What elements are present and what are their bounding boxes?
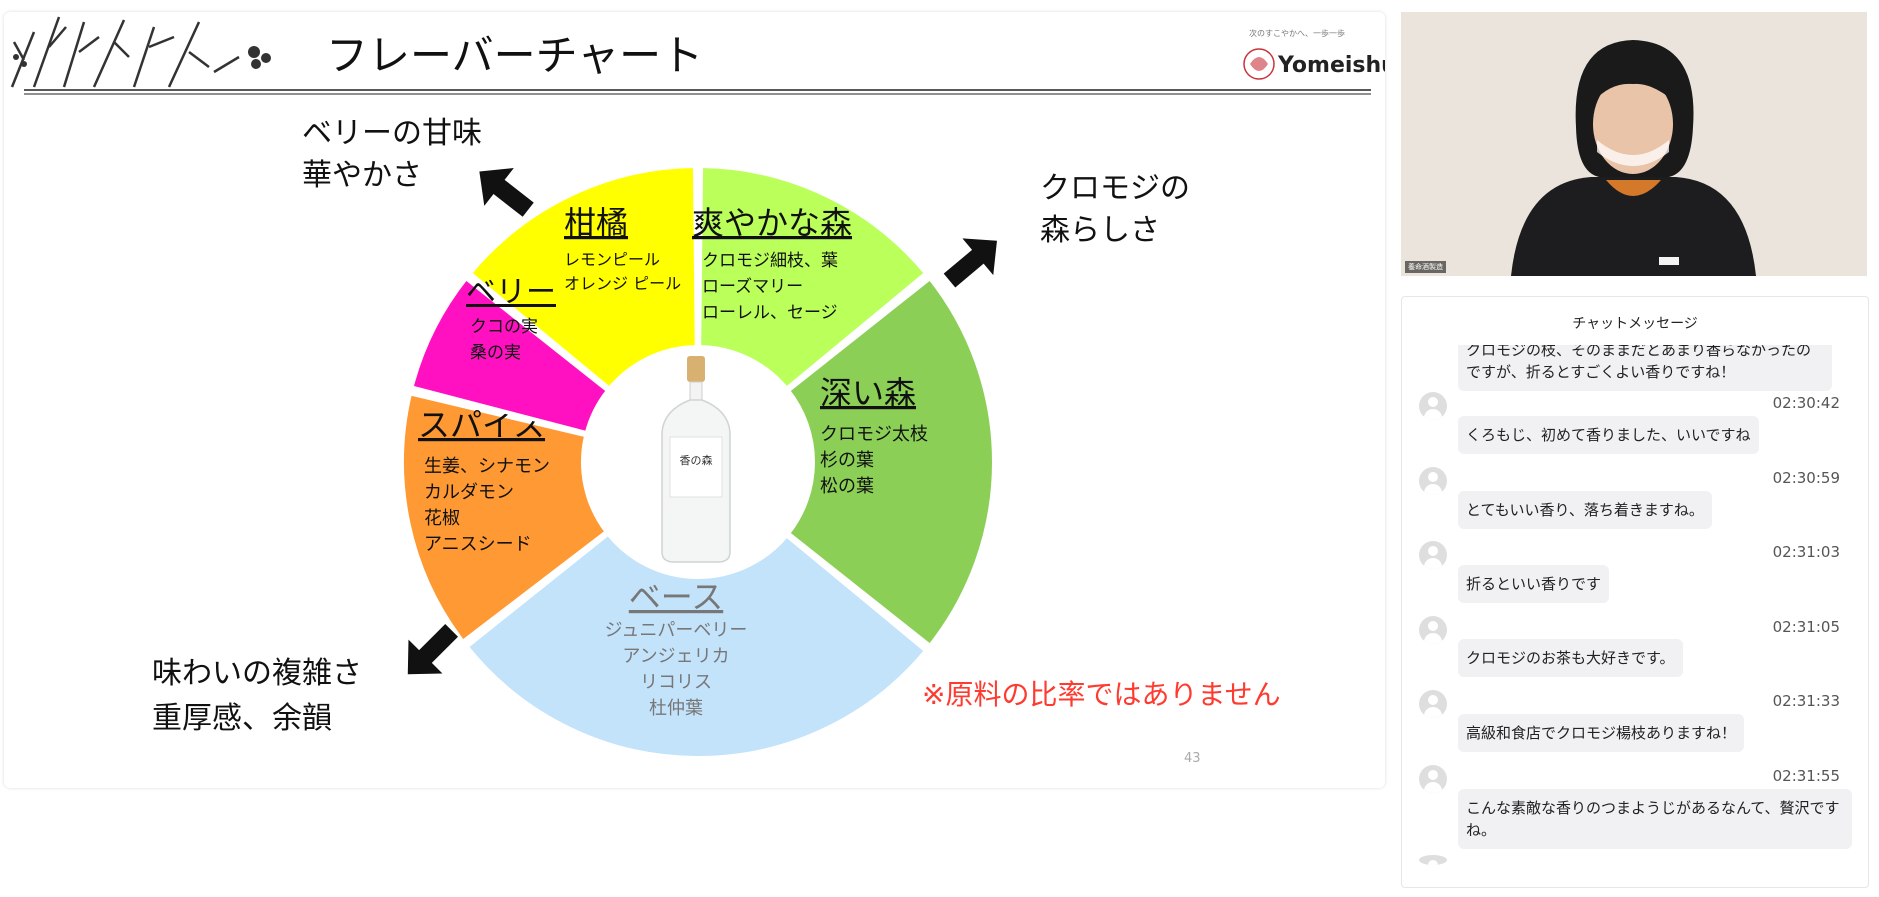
arrow-label-top-left-2: 華やかさ (302, 158, 422, 193)
segment-item-spice: 花椒 (424, 508, 460, 529)
arrow-top-left-icon (479, 168, 534, 217)
chat-message-text: クロモジのお茶も大好きです。 (1466, 649, 1675, 667)
segment-item-deep-forest: クロモジ太枝 (820, 424, 928, 445)
segment-item-berry: 桑の実 (470, 343, 521, 363)
segment-item-base: ジュニパーベリー (605, 620, 748, 641)
slide-tagline: 次のすこやかへ、一歩一歩 (1249, 28, 1345, 38)
wheel-segment-berry (409, 275, 611, 436)
segment-title-deep-forest: 深い森 (820, 374, 916, 412)
brand-name: Yomeishu (1277, 53, 1385, 78)
bottle-label: 香の森 (680, 453, 713, 467)
participant-name-tag: 養命酒製造 (1405, 261, 1446, 273)
user-avatar-icon (1419, 392, 1447, 420)
arrow-label-bottom-left-2: 重厚感、余韻 (152, 701, 332, 736)
wheel-segment-citrus (467, 163, 699, 392)
wheel-segment-base (463, 530, 929, 760)
segment-item-base: アンジェリカ (622, 646, 729, 667)
arrow-label-bottom-left-1: 味わいの複雑さ (152, 656, 362, 691)
arrow-top-right-icon (943, 238, 997, 288)
arrow-label-top-right-1: クロモジの (1040, 171, 1190, 206)
segment-item-spice: カルダモン (424, 482, 514, 503)
slide-canvas: フレーバーチャート 次のすこやかへ、一歩一歩 Yomeishu 柑橘レモンピール… (10, 16, 1385, 766)
segment-item-fresh-forest: ローレル、セージ (702, 303, 838, 323)
chat-title: チャットメッセージ (1572, 316, 1698, 332)
arrow-bottom-left-icon (407, 624, 458, 675)
arrow-label-top-left-1: ベリーの甘味 (302, 116, 482, 151)
chat-panel: チャットメッセージ クロモジの枝、そのままだとあまり香らなかったのですが、折ると… (1401, 296, 1869, 888)
chat-message: 高級和食店でクロモジ楊枝ありますね！ (1458, 714, 1745, 752)
chat-message-text: 折るといい香りです (1466, 575, 1602, 593)
chat-message: クロモジの枝、そのままだとあまり香らなかったのですが、折るとすごくよい香りですね… (1458, 345, 1832, 391)
page-number: 43 (1184, 751, 1201, 766)
chat-message-list[interactable]: クロモジの枝、そのままだとあまり香らなかったのですが、折るとすごくよい香りですね… (1402, 345, 1868, 865)
segment-item-fresh-forest: ローズマリー (702, 277, 803, 297)
branch-decoration (10, 16, 240, 88)
chat-message-text: 高級和食店でクロモジ楊枝ありますね！ (1466, 724, 1737, 742)
segment-item-citrus: レモンピール (564, 250, 660, 269)
segment-title-base: ベース (629, 578, 723, 616)
chat-message-text: こんな素敵な香りのつまようじがあるなんて、贅沢ですね。 (1466, 799, 1840, 839)
chat-message: こんな素敵な香りのつまようじがあるなんて、贅沢ですね。 (1458, 789, 1852, 849)
chat-timestamp: 02:31:33 (1772, 692, 1840, 710)
segment-item-base: 杜仲葉 (649, 698, 703, 719)
brand-logo-icon (1243, 48, 1275, 80)
bottle-image: 香の森 (661, 356, 731, 563)
wheel-segment-fresh-forest (697, 163, 929, 392)
segment-item-berry: クコの実 (470, 317, 538, 337)
user-avatar-icon (1419, 690, 1447, 718)
presentation-slide: フレーバーチャート 次のすこやかへ、一歩一歩 Yomeishu 柑橘レモンピール… (4, 12, 1385, 788)
segment-title-berry: ベリー (466, 275, 556, 310)
segment-title-fresh-forest: 爽やかな森 (692, 204, 852, 242)
user-avatar-icon (1419, 467, 1447, 495)
user-avatar-icon (1419, 855, 1447, 865)
user-avatar-icon (1419, 541, 1447, 569)
chat-timestamp: 02:31:03 (1772, 543, 1840, 561)
leaf-decoration (13, 46, 271, 69)
chat-message: クロモジのお茶も大好きです。 (1458, 639, 1683, 677)
chat-timestamp: 02:31:05 (1772, 618, 1840, 636)
slide-title: フレーバーチャート (326, 31, 703, 80)
segment-item-spice: 生姜、シナモン (424, 456, 550, 477)
segment-item-deep-forest: 杉の葉 (820, 450, 874, 471)
chat-message-text: とてもいい香り、落ち着きますね。 (1466, 501, 1704, 519)
user-avatar-icon (1419, 616, 1447, 644)
chat-message: くろもじ、初めて香りました、いいですね (1458, 416, 1759, 454)
user-avatar-icon (1419, 765, 1447, 793)
segment-title-citrus: 柑橘 (564, 204, 628, 242)
chat-message: 折るといい香りです (1458, 565, 1610, 603)
arrow-label-top-right-2: 森らしさ (1040, 213, 1160, 248)
segment-item-deep-forest: 松の葉 (820, 476, 874, 497)
chat-timestamp: 02:30:59 (1772, 469, 1840, 487)
segment-item-citrus: オレンジ ピール (564, 274, 681, 293)
segment-item-base: リコリス (640, 672, 712, 693)
segment-item-fresh-forest: クロモジ細枝、葉 (702, 251, 838, 271)
chat-timestamp: 02:31:55 (1772, 767, 1840, 785)
wheel-segment-deep-forest (785, 275, 996, 649)
chat-message: とてもいい香り、落ち着きますね。 (1458, 491, 1712, 529)
speaker-video[interactable]: 養命酒製造 (1401, 12, 1867, 276)
chat-message-text: クロモジの枝、そのままだとあまり香らなかったのですが、折るとすごくよい香りですね… (1466, 345, 1812, 381)
segment-item-spice: アニスシード (424, 534, 532, 555)
chat-message-text: くろもじ、初めて香りました、いいですね (1466, 426, 1751, 444)
chat-timestamp: 02:30:42 (1772, 394, 1840, 412)
ratio-disclaimer: ※原料の比率ではありません (922, 678, 1281, 711)
speaker-figure (1401, 12, 1867, 276)
wheel-segment-spice (400, 390, 610, 645)
